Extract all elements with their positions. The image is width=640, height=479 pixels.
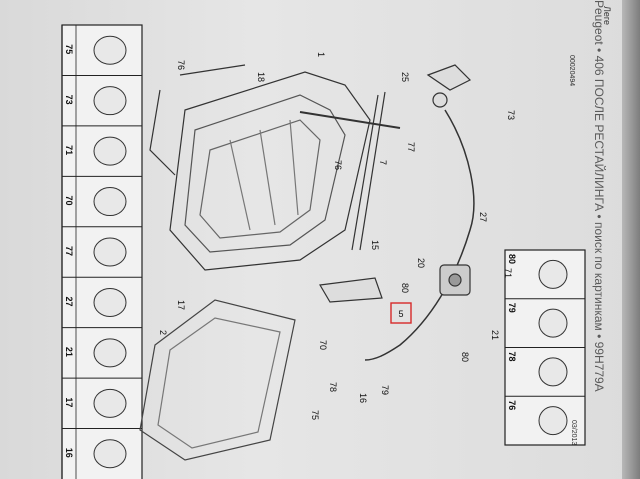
callout-label: 80 xyxy=(460,352,470,362)
part-illustration xyxy=(93,388,127,418)
callout-label: 75 xyxy=(310,410,320,420)
part-illustration xyxy=(93,439,127,469)
callout-label: 17 xyxy=(176,300,186,310)
callout-label: 2 xyxy=(158,330,168,335)
part-illustration xyxy=(538,259,568,289)
table-cell-number: 78 xyxy=(507,352,517,362)
callout-label: 15 xyxy=(370,240,380,250)
doc-code: 00020494 xyxy=(568,55,575,86)
highlight-label: 5 xyxy=(398,309,403,319)
part-illustration xyxy=(93,287,127,317)
doc-date: 03/2013 xyxy=(570,420,577,445)
callout-label: 77 xyxy=(406,142,416,152)
prop-rod xyxy=(299,111,401,129)
release-lever xyxy=(426,64,472,108)
callout-label: 7 xyxy=(378,160,388,165)
table-cell-number: 80 xyxy=(507,254,517,264)
table-cell-number: 76 xyxy=(507,400,517,410)
table-cell-number: 75 xyxy=(64,44,74,54)
top-parts-table: 16 17 21 27 77 70 71 73 75 xyxy=(61,24,143,479)
part-illustration xyxy=(93,35,127,65)
table-cell-number: 79 xyxy=(507,303,517,313)
table-cell-number: 27 xyxy=(64,296,74,306)
callout-label: 79 xyxy=(380,385,390,395)
callout-label: 73 xyxy=(506,110,516,120)
callout-label: 1 xyxy=(316,52,326,57)
highlight-box: 5 xyxy=(390,302,412,324)
table-cell-number: 77 xyxy=(64,246,74,256)
table-cell-number: 71 xyxy=(64,145,74,155)
table-cell-number: 16 xyxy=(64,448,74,458)
callout-label: 21 xyxy=(490,330,500,340)
release-cable xyxy=(364,109,475,361)
hood-seal xyxy=(149,64,386,251)
callout-label: 27 xyxy=(478,212,488,222)
hood-panel xyxy=(169,71,371,271)
page-edge-shadow xyxy=(622,0,640,479)
callout-label: 76 xyxy=(176,60,186,70)
insulation-pad xyxy=(139,299,296,461)
hood-lock xyxy=(439,264,471,296)
callout-label: 25 xyxy=(400,72,410,82)
table-cell-number: 70 xyxy=(64,196,74,206)
callout-label: 20 xyxy=(416,258,426,268)
callout-label: 76 xyxy=(333,160,343,170)
part-illustration xyxy=(93,237,127,267)
part-illustration xyxy=(93,187,127,217)
table-cell-number: 17 xyxy=(64,397,74,407)
table-cell-number: 21 xyxy=(64,347,74,357)
part-illustration xyxy=(93,86,127,116)
bottom-parts-table: 76 78 79 80 xyxy=(504,249,586,446)
callout-label: 80 xyxy=(400,283,410,293)
callout-label: 78 xyxy=(328,382,338,392)
lock-striker xyxy=(319,277,383,303)
edge-legend: Леге xyxy=(602,6,612,25)
callout-label: 70 xyxy=(318,340,328,350)
table-cell-number: 73 xyxy=(64,95,74,105)
part-illustration xyxy=(538,406,568,436)
part-illustration xyxy=(93,338,127,368)
callout-label: 18 xyxy=(256,72,266,82)
part-illustration xyxy=(538,357,568,387)
callout-label: 16 xyxy=(358,393,368,403)
part-illustration xyxy=(538,308,568,338)
callout-label: 71 xyxy=(503,268,513,278)
part-illustration xyxy=(93,136,127,166)
